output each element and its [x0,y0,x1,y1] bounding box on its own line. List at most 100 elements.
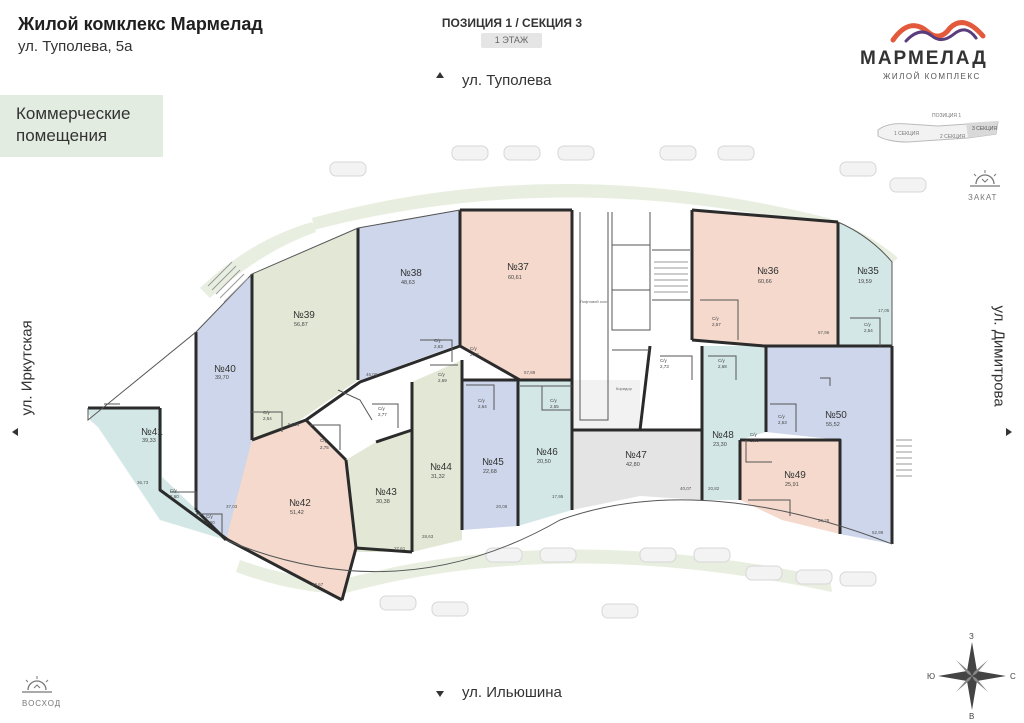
bath-7-label: С/у [434,338,442,343]
position-title: ПОЗИЦИЯ 1 / СЕКЦИЯ 3 [441,16,583,30]
unit-42-area: 51,42 [290,510,304,516]
street-left: ул. Иркутская [18,320,36,416]
unit-37-area: 60,61 [508,275,522,281]
unit-35-area: 19,59 [858,279,872,285]
bath-13-label: С/у [718,358,726,363]
category-label: Коммерческие помещения [16,104,131,145]
unit-46-fill [518,380,572,526]
area-label-9: 28,63 [422,534,434,539]
sunset-label: ЗАКАТ [968,193,998,202]
unit-42-number: №42 [289,498,311,509]
bath-6-label: С/у [438,372,446,377]
inner-lines [87,209,893,573]
bath-13-area: 2,68 [718,364,727,369]
key-plan-section-1: 1 СЕКЦИЯ [894,131,919,137]
unit-48-fill [702,346,766,500]
sunset-icon [970,170,1000,187]
unit-47-area: 42,80 [626,462,640,468]
complex-address: ул. Туполева, 5а [18,38,133,55]
sunrise-icon [22,676,52,693]
unit-43-number: №43 [375,487,397,498]
street-top: ул. Туполева [462,72,552,89]
unit-40-number: №40 [214,364,236,375]
parking-top [329,145,927,193]
area-label-6: 57,96 [818,330,830,335]
compass-south: В [969,712,974,720]
unit-38-fill [358,210,460,382]
bath-12-label: С/у [712,316,720,321]
bath-5-area: 2,77 [378,412,387,417]
sunrise-label: ВОСХОД [22,699,62,708]
corridor-label: Коридор [616,386,633,391]
unit-46-area: 20,50 [537,459,551,465]
bath-16-area: 2,54 [864,328,873,333]
bath-12-area: 2,57 [712,322,721,327]
unit-36-number: №36 [757,266,779,277]
unit-36-area: 60,66 [758,279,772,285]
stairs-right [896,439,912,477]
unit-41-number: №41 [141,427,163,438]
area-label-5: 57,89 [524,370,536,375]
category-box [0,95,163,157]
bath-4-label: С/у [320,438,328,443]
bath-9-label: С/у [478,398,486,403]
area-label-2: 37,03 [226,504,238,509]
area-label-11: 20,08 [496,504,508,509]
unit-38-number: №38 [400,268,422,279]
bath-14-label: С/у [750,432,758,437]
bath-3-area: 2,54 [263,416,272,421]
unit-48-number: №48 [712,430,734,441]
street-right: ул. Димитрова [990,305,1008,407]
floor-badge[interactable]: 1 ЭТАЖ [481,33,542,48]
logo-icon [890,20,986,43]
unit-49-area: 25,91 [785,482,799,488]
stairs-left [207,261,249,303]
stairs-core [654,261,688,293]
compass-east: С [1010,672,1016,681]
unit-48-area: 23,30 [713,442,727,448]
unit-39-fill [252,228,358,440]
parking-bottom [379,547,877,619]
unit-40-fill [196,274,252,540]
unit-41-area: 39,33 [142,438,156,444]
bath-8-area: 2,72 [470,352,479,357]
unit-35-number: №35 [857,266,879,277]
street-arrows [12,72,1012,697]
area-label-1: 36,73 [137,480,149,485]
unit-45-area: 22,68 [483,469,497,475]
compass-icon: З В Ю С [927,632,1016,720]
unit-44-number: №44 [430,462,452,473]
bath-3-label: С/у [263,410,271,415]
area-label-3: 54,33 [288,422,300,427]
area-label-4: 46,00 [366,372,378,377]
logo-subtitle: ЖИЛОЙ КОМПЛЕКС [883,72,981,81]
unit-43-area: 30,38 [376,499,390,505]
bath-10-area: 2,55 [550,404,559,409]
unit-44-fill [412,360,462,552]
bath-1-label: С/у [170,488,178,493]
bath-8-label: С/у [470,346,478,351]
key-plan-label: ПОЗИЦИЯ 1 [932,113,961,119]
area-label-8: 27,61 [394,546,406,551]
key-plan: ПОЗИЦИЯ 1 1 СЕКЦИЯ 2 СЕКЦИЯ 3 СЕКЦИЯ [877,113,999,143]
unit-43-fill [346,430,412,552]
unit-39-area: 56,87 [294,322,308,328]
area-label-15: 23,28 [818,518,830,523]
bath-5-label: С/у [378,406,386,411]
unit-50-area: 55,52 [826,422,840,428]
unit-47-number: №47 [625,450,647,461]
compass-west: Ю [927,672,935,681]
green-strip-topleft [200,222,316,298]
green-strip-top [312,184,828,230]
bath-16-label: С/у [864,322,872,327]
bath-11-area: 2,73 [660,364,669,369]
core-fill [572,210,692,430]
unit-36-fill [692,210,838,346]
area-label-10: 48,67 [312,582,324,587]
bath-6-area: 2,69 [438,378,447,383]
street-bottom: ул. Ильюшина [462,684,562,701]
bath-1-area: 2,60 [170,494,179,499]
unit-50-fill [766,346,892,544]
logo-name: МАРМЕЛАД [860,48,988,69]
area-label-13: 40,07 [680,486,692,491]
